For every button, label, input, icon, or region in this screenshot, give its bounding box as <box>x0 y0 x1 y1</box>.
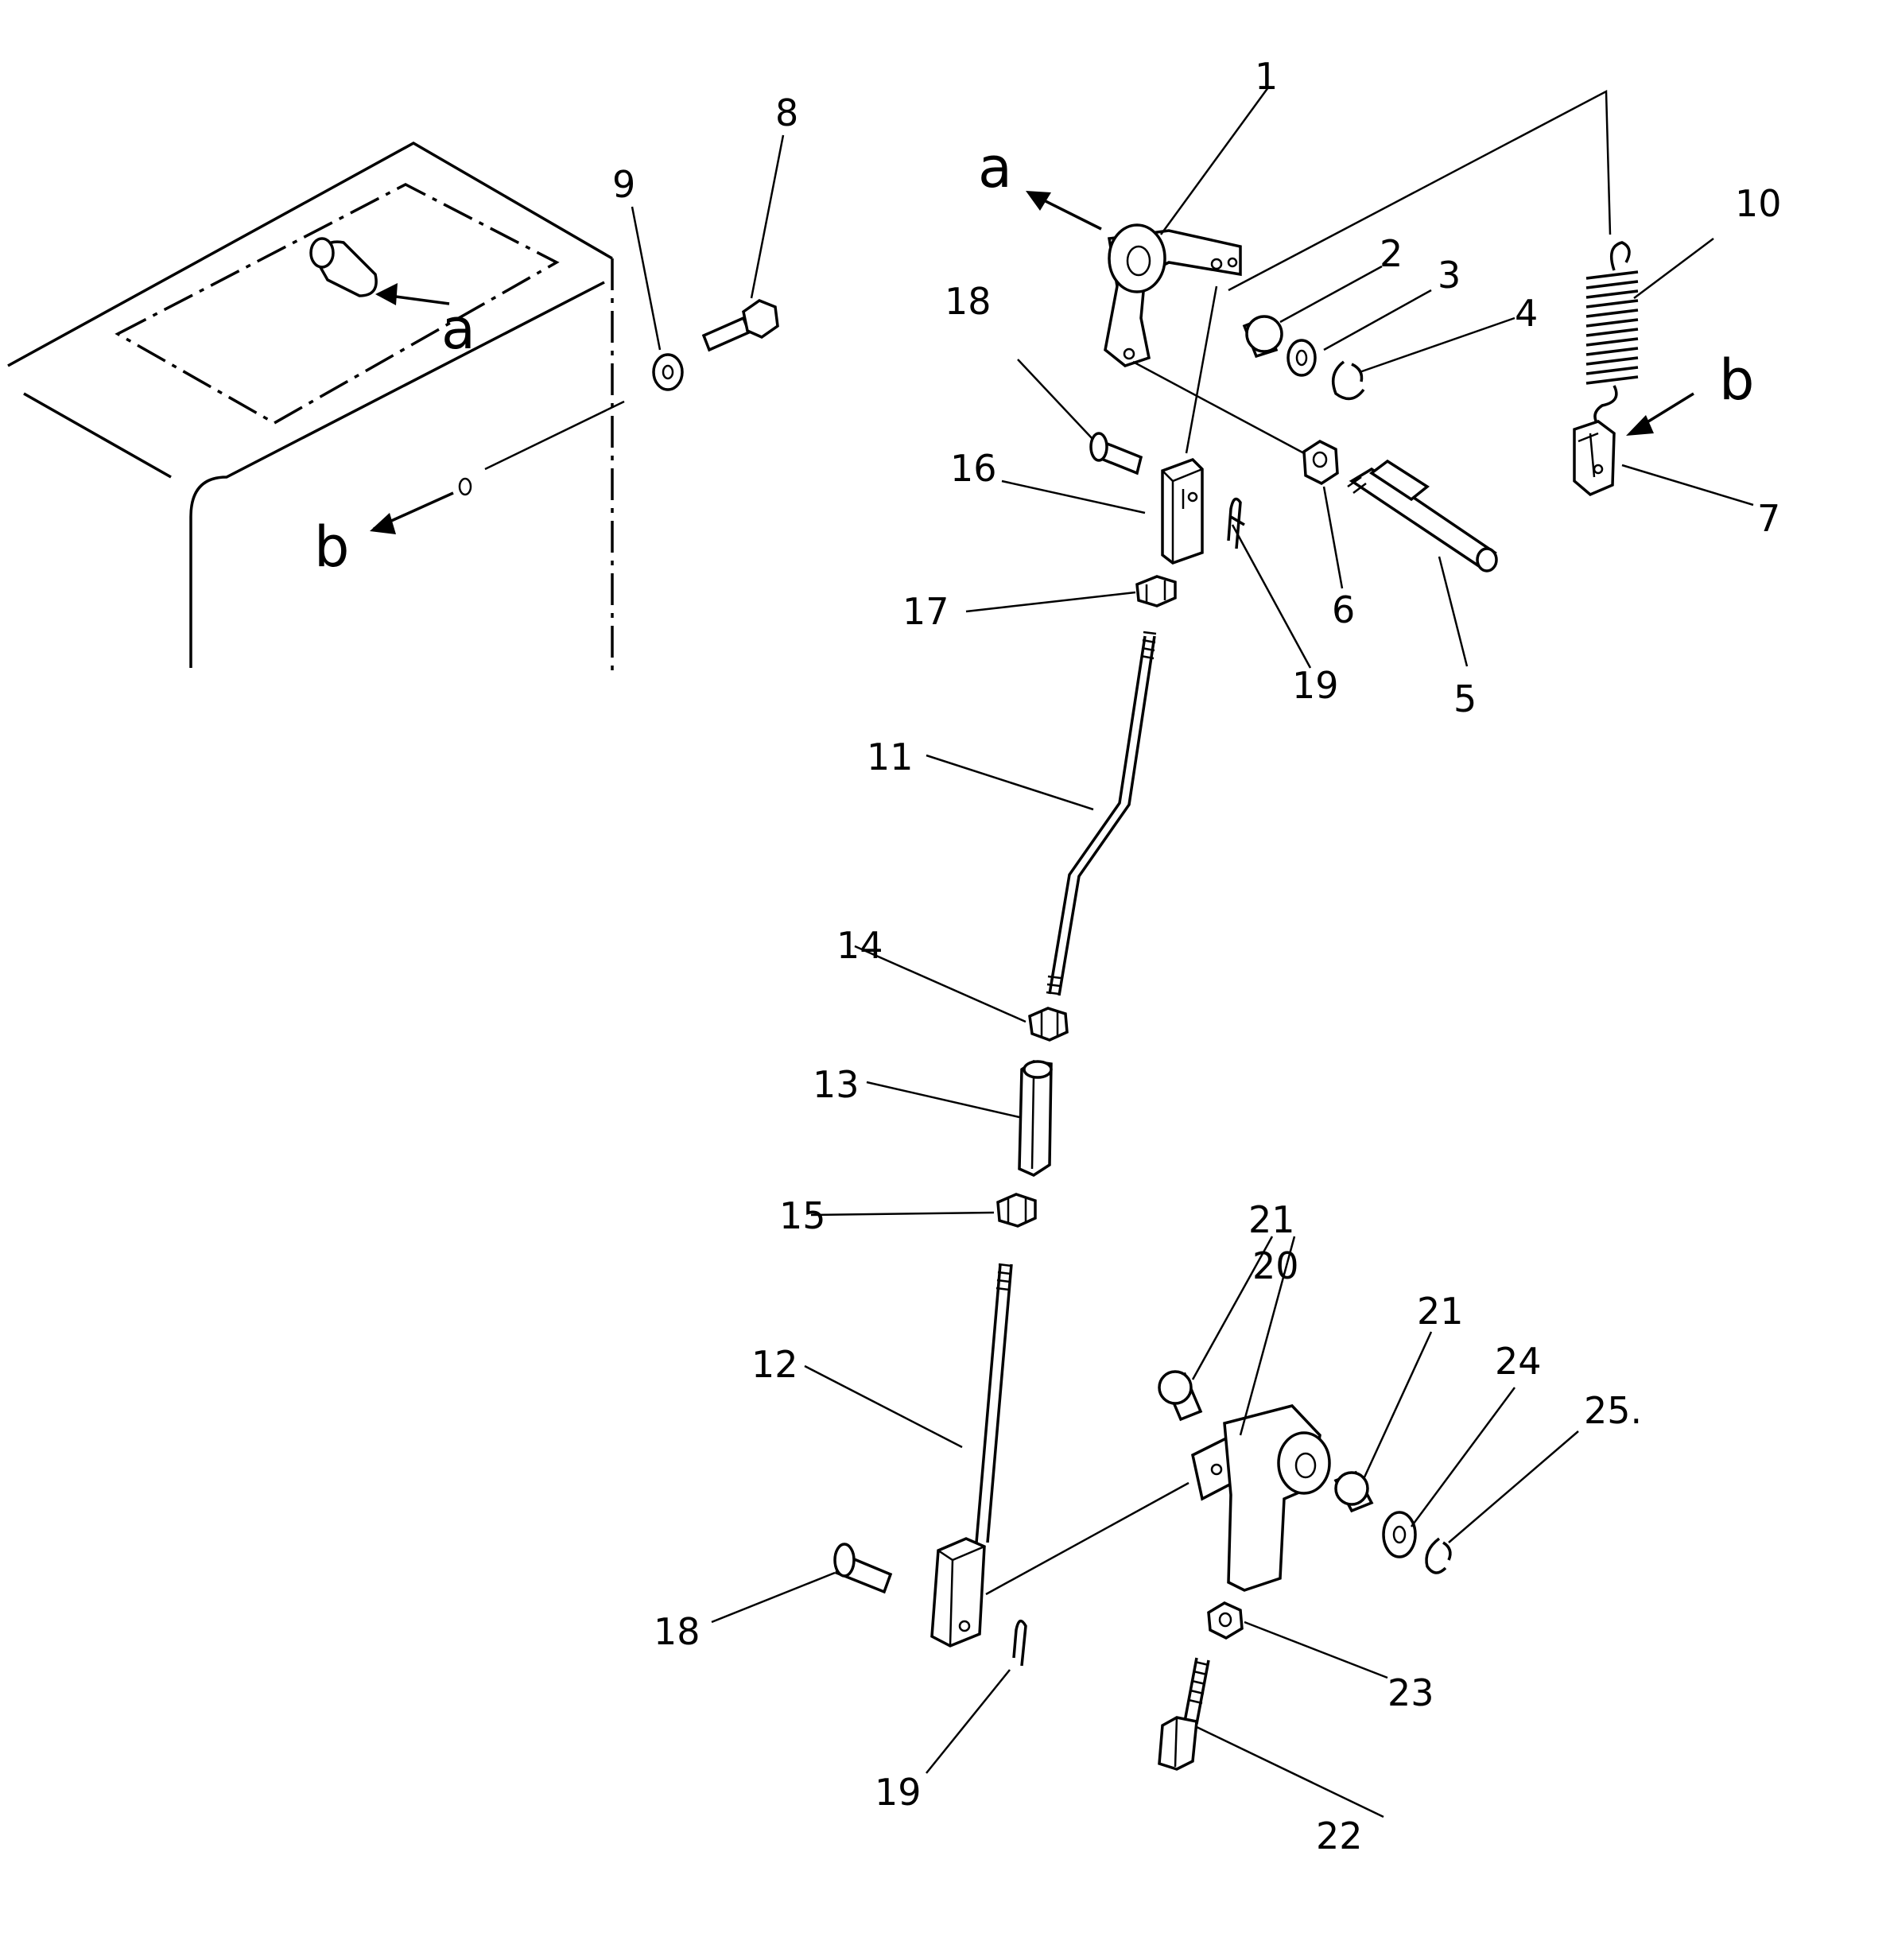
callout-19-lower: 19 <box>875 1771 922 1814</box>
collar-21-left <box>1158 1370 1203 1422</box>
callout-4: 4 <box>1515 292 1538 335</box>
nut-17 <box>1135 575 1177 607</box>
spring-10 <box>1585 241 1639 426</box>
ref-b-left: b <box>314 514 349 580</box>
callout-21-left: 21 <box>1248 1198 1295 1241</box>
turnbuckle-13 <box>1018 1060 1053 1177</box>
snap-ring-25 <box>1425 1537 1452 1574</box>
callout-3: 3 <box>1438 254 1461 297</box>
callout-23: 23 <box>1387 1671 1434 1714</box>
collar-2 <box>1242 315 1283 359</box>
leader-b-left <box>484 400 625 471</box>
bolt-22 <box>1158 1657 1210 1771</box>
clevis-16 <box>1161 457 1204 565</box>
callout-25: 25. <box>1584 1389 1642 1432</box>
collar-21-right <box>1333 1470 1374 1513</box>
pin-5 <box>1347 459 1498 572</box>
nut-15 <box>996 1193 1037 1228</box>
ref-a-left: a <box>441 297 475 362</box>
callout-22: 22 <box>1316 1814 1363 1857</box>
pin-18-lower <box>833 1543 893 1594</box>
callout-7: 7 <box>1757 497 1780 540</box>
leader-lever-spring <box>1228 89 1612 292</box>
callout-8: 8 <box>775 91 798 134</box>
hole-b-left <box>458 477 472 496</box>
arrow-a-right-head <box>1026 191 1051 211</box>
arrow-a-right-shaft <box>1037 196 1102 231</box>
lever-20 <box>1191 1404 1331 1592</box>
callout-1: 1 <box>1255 55 1278 98</box>
ref-a-right: a <box>978 135 1012 200</box>
callout-10: 10 <box>1735 182 1782 225</box>
rod-12 <box>975 1263 1013 1543</box>
nut-23 <box>1207 1601 1244 1640</box>
callout-18-upper: 18 <box>945 280 992 323</box>
part-a-bushing-on-cab <box>309 237 378 297</box>
cotter-pin-19-upper <box>1227 497 1245 549</box>
callout-labels: 1 2 3 4 5 6 7 8 9 10 11 12 13 14 15 16 1… <box>314 55 1782 1857</box>
callout-9: 9 <box>612 163 635 206</box>
callout-14: 14 <box>836 924 883 967</box>
callout-17: 17 <box>902 590 949 633</box>
callout-16: 16 <box>950 447 997 490</box>
callout-21-right: 21 <box>1417 1290 1464 1333</box>
callout-19-upper: 19 <box>1292 664 1339 707</box>
washer-9 <box>652 353 684 391</box>
callout-leaders <box>631 87 1754 1818</box>
callout-18-lower: 18 <box>654 1610 701 1653</box>
leader-clevis-lever20 <box>985 1481 1189 1596</box>
callout-11: 11 <box>867 735 914 778</box>
leader-lever-clevis <box>1185 285 1218 454</box>
washer-24 <box>1382 1511 1417 1558</box>
snap-ring-4 <box>1331 360 1365 401</box>
bolt-8 <box>701 299 779 352</box>
washer-3 <box>1287 339 1317 377</box>
callout-13: 13 <box>813 1063 860 1106</box>
leader-lever-nut6 <box>1132 360 1305 455</box>
arrow-a-left-head <box>375 283 398 305</box>
ref-b-right: b <box>1719 347 1754 413</box>
callout-24: 24 <box>1495 1340 1542 1383</box>
lever-1 <box>1104 223 1242 367</box>
callout-12: 12 <box>751 1343 798 1386</box>
arrow-b-left-head <box>370 513 396 534</box>
callout-6: 6 <box>1332 588 1355 631</box>
callout-15: 15 <box>779 1194 826 1237</box>
rod-11 <box>1046 631 1157 996</box>
nut-6 <box>1302 439 1339 486</box>
cotter-pin-19-lower <box>1012 1619 1027 1667</box>
pin-18-upper <box>1089 432 1143 475</box>
nut-14 <box>1028 1007 1069 1042</box>
clip-7 <box>1573 420 1616 497</box>
clevis-12-end <box>930 1537 986 1648</box>
callout-20: 20 <box>1252 1244 1299 1287</box>
callout-5: 5 <box>1453 677 1477 720</box>
cab-housing <box>7 141 625 672</box>
arrow-b-right-head <box>1626 415 1654 436</box>
arrow-b-right-shaft <box>1641 392 1694 427</box>
callout-2: 2 <box>1380 232 1403 275</box>
